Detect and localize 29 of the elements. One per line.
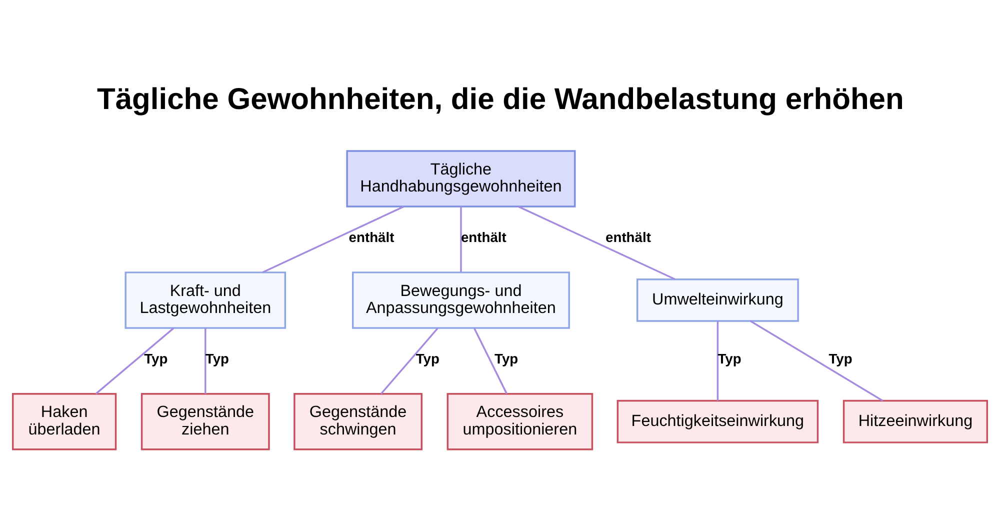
node-box: Gegenstände ziehen bbox=[140, 393, 270, 450]
node-box: Bewegungs- und Anpassungsgewohnheiten bbox=[352, 272, 570, 329]
node-box: Umwelteinwirkung bbox=[636, 278, 799, 322]
edge-label: Typ bbox=[828, 350, 852, 366]
edge-label: enthält bbox=[460, 228, 506, 245]
edge-label: enthält bbox=[606, 228, 651, 245]
node-box: Haken überladen bbox=[12, 393, 117, 450]
node-box: Feuchtigkeitseinwirkung bbox=[616, 400, 819, 444]
connector bbox=[460, 206, 462, 272]
node-box: Accessoires umpositionieren bbox=[446, 393, 594, 450]
node-box: Kraft- und Lastgewohnheiten bbox=[124, 272, 286, 329]
connector bbox=[95, 327, 174, 394]
connector bbox=[716, 321, 719, 401]
connector bbox=[204, 328, 206, 394]
edge-label: Typ bbox=[144, 350, 168, 366]
node-box: Tägliche Handhabungsgewohnheiten bbox=[346, 150, 576, 208]
edge-label: Typ bbox=[494, 350, 518, 366]
connector bbox=[750, 320, 884, 402]
edge-label: Typ bbox=[416, 350, 440, 366]
connector bbox=[518, 206, 676, 280]
edge-label: Typ bbox=[205, 350, 230, 366]
connector bbox=[380, 328, 439, 394]
diagram-title: Tägliche Gewohnheiten, die die Wandbelastung erhöhen bbox=[96, 83, 904, 116]
node-box: Hitzeeinwirkung bbox=[842, 400, 988, 444]
edge-label: enthält bbox=[348, 228, 394, 245]
connector bbox=[262, 206, 404, 274]
node-box: Gegenstände schwingen bbox=[294, 393, 423, 450]
connector bbox=[473, 328, 508, 394]
edge-label: Typ bbox=[718, 350, 742, 366]
